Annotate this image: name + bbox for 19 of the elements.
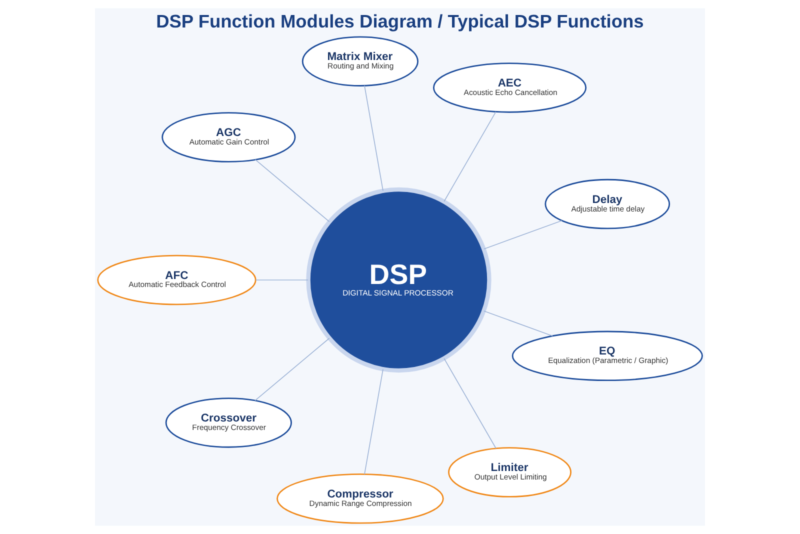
connector [254,159,330,222]
node-ellipse: AGC Automatic Gain Control [162,112,296,162]
node-ellipse: EQ Equalization (Parametric / Graphic) [512,330,703,382]
node-ellipse: AEC Acoustic Echo Cancellation [433,62,587,113]
connector [484,310,554,336]
node-circle: DSP DIGITAL SIGNAL PROCESSOR [306,187,492,373]
node-ellipse: Compressor Dynamic Range Compression [276,474,444,524]
connector [254,338,330,401]
diagram-title: DSP Function Modules Diagram / Typical DSP Functions [156,10,644,32]
connector [364,368,384,475]
connector [444,358,496,449]
node-ellipse: Delay Adjustable time delay [544,178,670,230]
node-ellipse: AFC Automatic Feedback Control [97,254,256,306]
connector [484,220,562,250]
node-ellipse: Matrix Mixer Routing and Mixing [302,36,418,86]
node-ellipse: Limiter Output Level Limiting [448,447,572,498]
connector [444,111,496,202]
node-ellipse: Crossover Frequency Crossover [165,398,292,448]
connector [364,85,384,192]
